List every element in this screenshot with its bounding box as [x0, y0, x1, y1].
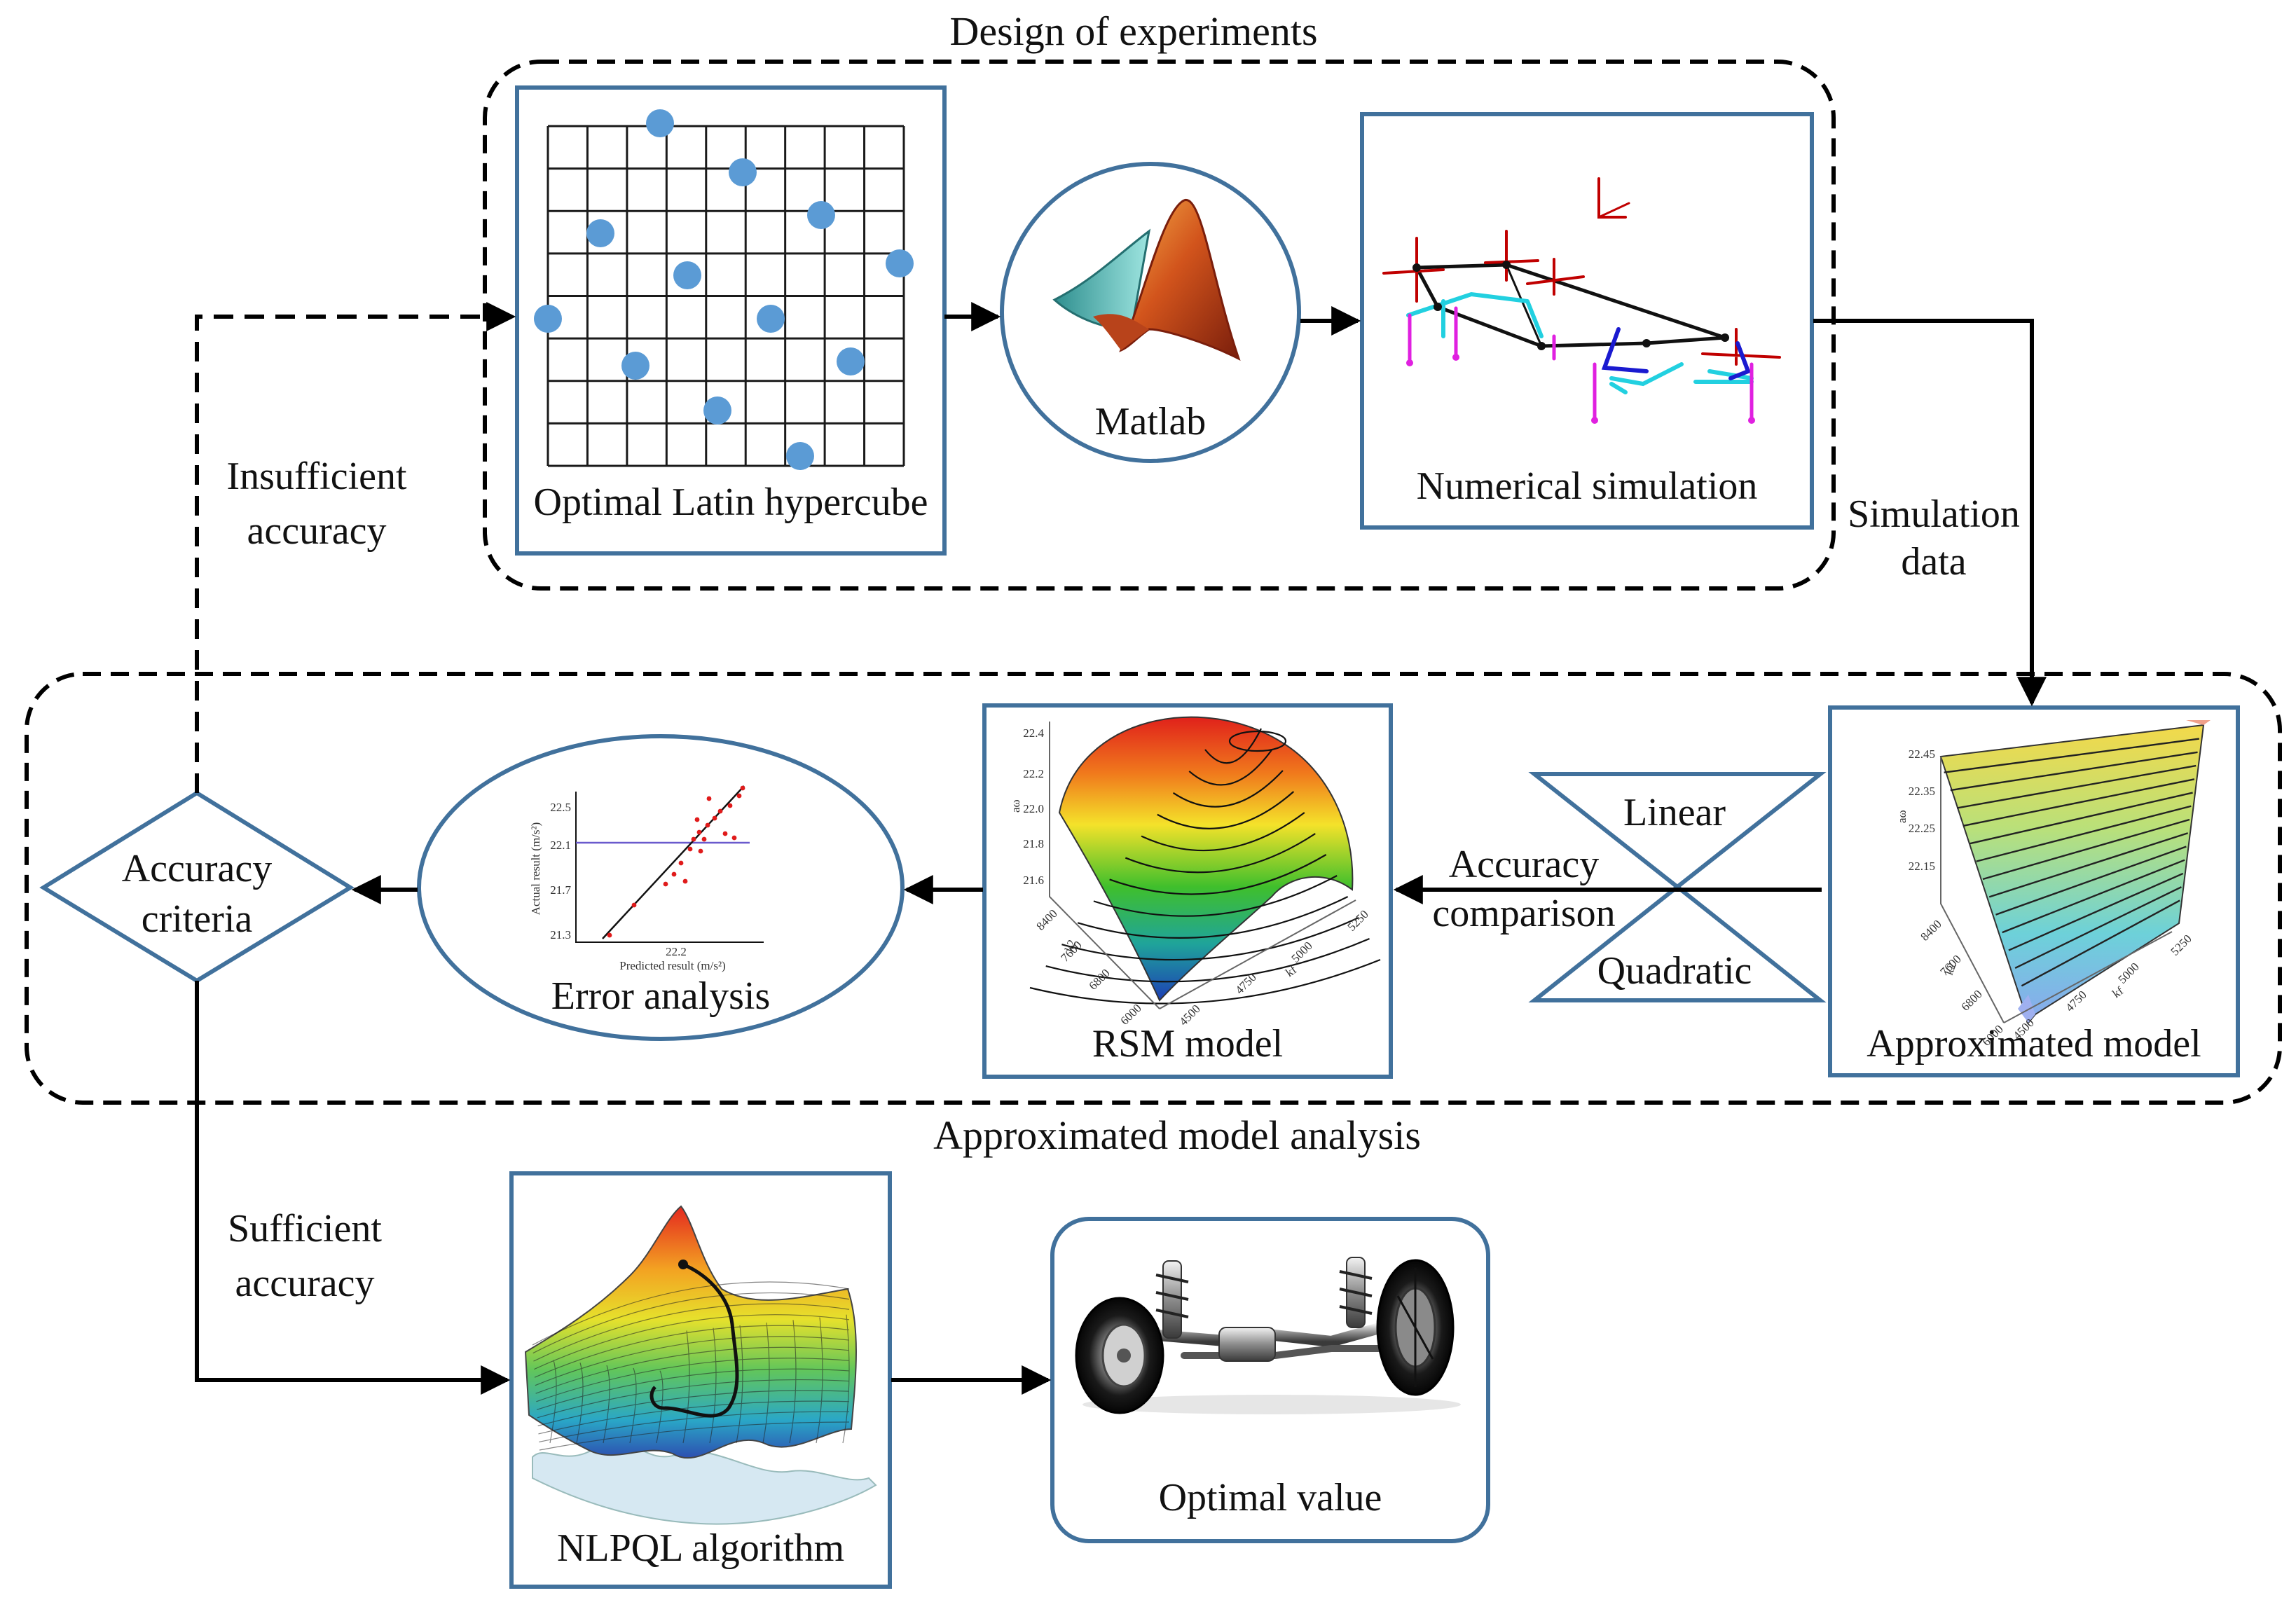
olh-sample-point	[786, 442, 814, 470]
error-data-point	[705, 822, 710, 828]
olh-label: Optimal Latin hypercube	[534, 481, 928, 524]
edge-simulation-to-approximated	[1813, 319, 2047, 707]
optimal-value-box	[1050, 1217, 1490, 1543]
olh-sample-point	[621, 352, 649, 380]
design-of-experiments-group	[483, 60, 1836, 591]
olh-sample-point	[886, 249, 914, 277]
quadratic-triangle	[1528, 884, 1827, 1002]
rsm-x1label: k2	[1062, 938, 1079, 953]
error-plot-ylabel: Actual result (m/s²)	[529, 822, 542, 916]
linear-label: Linear	[1623, 791, 1726, 834]
error-data-point	[678, 860, 684, 866]
edge-sufficient-accuracy	[195, 981, 511, 1395]
olh-sample-points	[534, 109, 914, 470]
approximated-model-analysis-title: Approximated model analysis	[933, 1112, 1421, 1158]
numerical-simulation-box	[1360, 112, 1814, 530]
rsm-ztick: 21.6	[1023, 874, 1044, 887]
approx-x1label: k2	[1942, 961, 1959, 977]
linear-quadratic-selector: Linear Quadratic	[1528, 772, 1827, 1002]
design-of-experiments-title: Design of experiments	[949, 8, 1317, 54]
rsm-ztick: 22.2	[1023, 767, 1044, 780]
nlpql-label: NLPQL algorithm	[557, 1526, 844, 1570]
error-plot-ytick: 22.5	[550, 801, 571, 814]
sufficient-accuracy-label-1: Sufficient	[228, 1207, 382, 1250]
error-plot-xtick: 22.2	[666, 945, 687, 958]
error-data-point	[663, 881, 668, 887]
error-plot-ytick: 21.3	[550, 928, 571, 942]
rsm-ztick: 22.0	[1023, 802, 1044, 815]
olh-sample-point	[703, 396, 731, 425]
rsm-surface-plot: 22.422.222.021.821.6 aω 8400760068006000…	[1009, 716, 1381, 1028]
error-plot-ytick: 21.7	[550, 883, 571, 897]
error-plot-xlabel: Predicted result (m/s²)	[619, 959, 725, 972]
error-data-point	[740, 785, 745, 791]
rsm-model-label: RSM model	[1092, 1022, 1283, 1065]
insufficient-accuracy-label-2: accuracy	[247, 509, 387, 553]
accuracy-comparison-label-1: Accuracy	[1449, 843, 1600, 886]
olh-sample-point	[646, 109, 674, 137]
matlab-logo-icon	[1052, 199, 1241, 361]
accuracy-criteria-diamond	[39, 790, 355, 984]
error-data-point	[727, 803, 733, 808]
simulation-data-label-1: Simulation	[1848, 492, 2020, 536]
numerical-simulation-label: Numerical simulation	[1417, 464, 1758, 508]
accuracy-comparison-label-2: comparison	[1432, 892, 1615, 935]
linear-triangle	[1528, 772, 1827, 890]
error-data-point	[736, 793, 742, 799]
approx-ztick: 22.15	[1909, 860, 1935, 873]
approx-ztick: 22.45	[1909, 747, 1935, 761]
optimal-value-label: Optimal value	[1159, 1476, 1382, 1519]
olh-sample-point	[729, 158, 757, 186]
suspension-assembly-icon	[1075, 1257, 1461, 1414]
accuracy-criteria-label-1: Accuracy	[122, 847, 273, 890]
error-data-point	[717, 808, 723, 814]
approx-ztick: 22.35	[1909, 785, 1935, 798]
matlab-label: Matlab	[1095, 400, 1207, 443]
error-data-point	[701, 836, 707, 842]
vehicle-model-wireframe-icon	[1382, 177, 1781, 424]
olh-sample-point	[586, 219, 614, 247]
olh-sample-point	[757, 305, 785, 333]
error-data-point	[694, 817, 700, 822]
error-data-point	[671, 871, 677, 877]
error-scatter-plot: 22.5 22.1 21.7 21.3 22.2 Predicted result (…	[529, 785, 764, 972]
rsm-ztick: 22.4	[1023, 726, 1044, 740]
olh-sample-point	[807, 201, 835, 229]
approximated-model-analysis-group	[25, 672, 2282, 1105]
insufficient-accuracy-label-1: Insufficient	[226, 455, 407, 498]
olh-sample-point	[837, 347, 865, 375]
error-data-point	[682, 878, 688, 884]
error-data-point	[722, 831, 728, 836]
error-data-point	[712, 815, 717, 821]
error-plot-ytick: 22.1	[550, 839, 571, 852]
error-data-point	[687, 846, 693, 852]
error-data-point	[698, 848, 703, 854]
olh-sample-point	[534, 305, 562, 333]
edge-insufficient-accuracy	[195, 302, 516, 793]
olh-sample-point	[673, 261, 701, 289]
error-data-point	[731, 835, 737, 841]
error-analysis-label: Error analysis	[551, 974, 771, 1018]
error-data-point	[631, 902, 637, 908]
simulation-data-label-2: data	[1901, 540, 1966, 584]
rsm-ztick: 21.8	[1023, 837, 1044, 850]
quadratic-label: Quadratic	[1597, 949, 1752, 993]
error-data-point	[696, 829, 702, 835]
sufficient-accuracy-label-2: accuracy	[235, 1262, 375, 1305]
error-data-point	[706, 796, 712, 801]
approx-zlabel: aω	[1895, 810, 1909, 823]
nlpql-surface-plot	[524, 1205, 877, 1525]
accuracy-criteria-label-2: criteria	[142, 897, 253, 941]
error-data-point	[607, 932, 612, 938]
error-data-point	[691, 836, 696, 842]
rsm-zlabel: aω	[1009, 799, 1022, 813]
error-analysis-node	[417, 734, 905, 1041]
approximated-model-label: Approximated model	[1867, 1022, 2201, 1065]
approx-ztick: 22.25	[1909, 822, 1935, 835]
